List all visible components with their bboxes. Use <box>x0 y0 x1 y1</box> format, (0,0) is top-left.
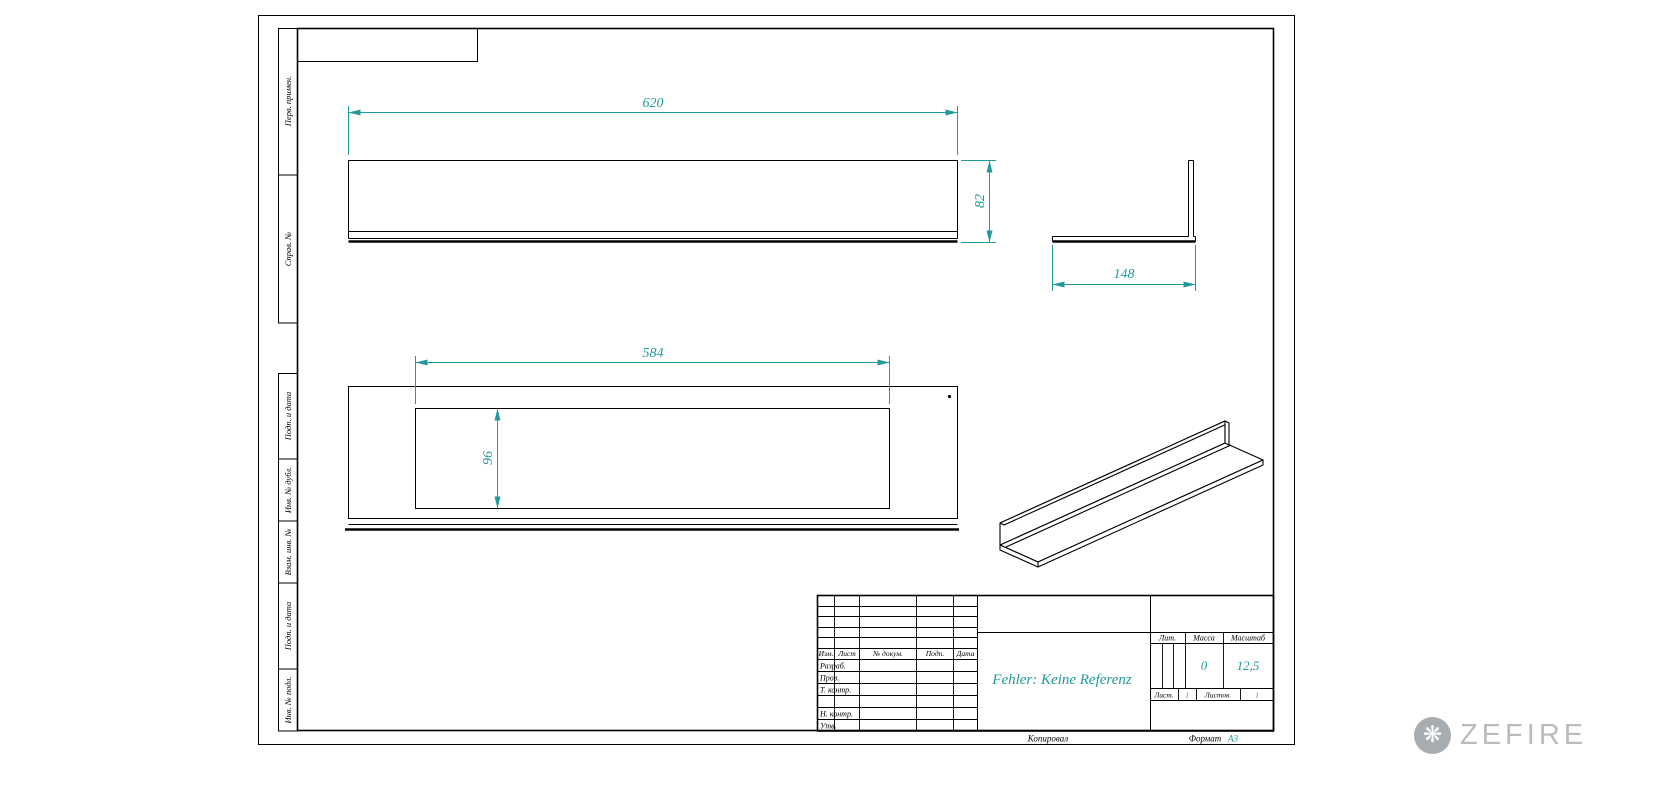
dimension-584: 584 <box>415 346 890 404</box>
tb-sheet-label: Лист. <box>1153 691 1174 700</box>
dimension-96-label: 96 <box>481 451 496 465</box>
dimension-620: 620 <box>348 96 958 155</box>
tb-header-docnum: № докум. <box>872 649 903 658</box>
format-value: А3 <box>1227 734 1238 744</box>
tb-sheet-value: 1 <box>1185 691 1189 700</box>
top-left-box <box>297 28 478 62</box>
margin-stamp-label: Инв. № дубл. <box>283 467 293 514</box>
copied-label: Копировал <box>1027 734 1068 744</box>
zefire-logo-text: ZEFIRE <box>1460 719 1588 751</box>
tb-doc-name: Fehler: Keine Referenz <box>991 672 1132 688</box>
tb-sheets-value: 1 <box>1255 691 1259 700</box>
view-side-profile <box>1052 160 1196 243</box>
dimension-82-label: 82 <box>973 194 988 208</box>
tb-row-tkontr: Т. контр. <box>820 686 851 695</box>
tb-header-podp: Подп. <box>925 649 945 658</box>
tb-header-data: Дата <box>956 649 975 658</box>
tb-header-izm: Изм. <box>818 649 834 658</box>
tb-row-razrab: Разраб. <box>819 662 846 671</box>
tb-mass-label: Масса <box>1192 634 1214 643</box>
title-block: Изм. Лист № докум. Подп. Дата Разраб. Пр… <box>816 594 1275 732</box>
margin-stamps: Перв. примен. Справ. № Подп. и дата Инв.… <box>278 28 298 732</box>
dimension-148: 148 <box>1052 245 1196 291</box>
format-label: Формат <box>1189 734 1222 744</box>
tb-header-list: Лист <box>837 649 856 658</box>
tb-scale-value: 12,5 <box>1237 658 1260 673</box>
reference-dot <box>947 394 952 399</box>
tb-mass-value: 0 <box>1201 658 1208 673</box>
margin-stamp-label: Инв. № подл. <box>283 677 293 725</box>
margin-stamp-label: Справ. № <box>283 232 293 266</box>
margin-stamp-label: Взам. инв. № <box>283 529 293 576</box>
tb-sheets-label: Листов. <box>1204 691 1232 700</box>
margin-stamp-label: Подп. и дата <box>283 392 293 442</box>
tb-row-prov: Пров. <box>819 674 839 683</box>
view-top-strip <box>348 160 958 243</box>
zefire-watermark: ❋ ZEFIRE <box>1414 717 1587 754</box>
tb-row-utv: Утв. <box>820 722 837 731</box>
margin-stamp-label: Подп. и дата <box>283 602 293 652</box>
tb-litera-label: Лит. <box>1158 634 1176 643</box>
dimension-584-label: 584 <box>643 346 664 361</box>
tb-scale-label: Масштаб <box>1230 634 1266 643</box>
margin-stamp-label: Перв. примен. <box>283 76 293 127</box>
view-front-opening <box>345 386 959 531</box>
dimension-620-label: 620 <box>643 96 664 111</box>
zefire-logo-icon: ❋ <box>1414 717 1451 754</box>
dimension-82: 82 <box>961 160 996 243</box>
dimension-96: 96 <box>481 408 501 509</box>
dimension-148-label: 148 <box>1114 267 1135 282</box>
tb-row-nkontr: Н. контр. <box>819 710 853 719</box>
bottom-margin: Копировал Формат А3 <box>1027 734 1239 744</box>
sheet-frame <box>258 15 1295 745</box>
view-isometric <box>999 420 1264 568</box>
